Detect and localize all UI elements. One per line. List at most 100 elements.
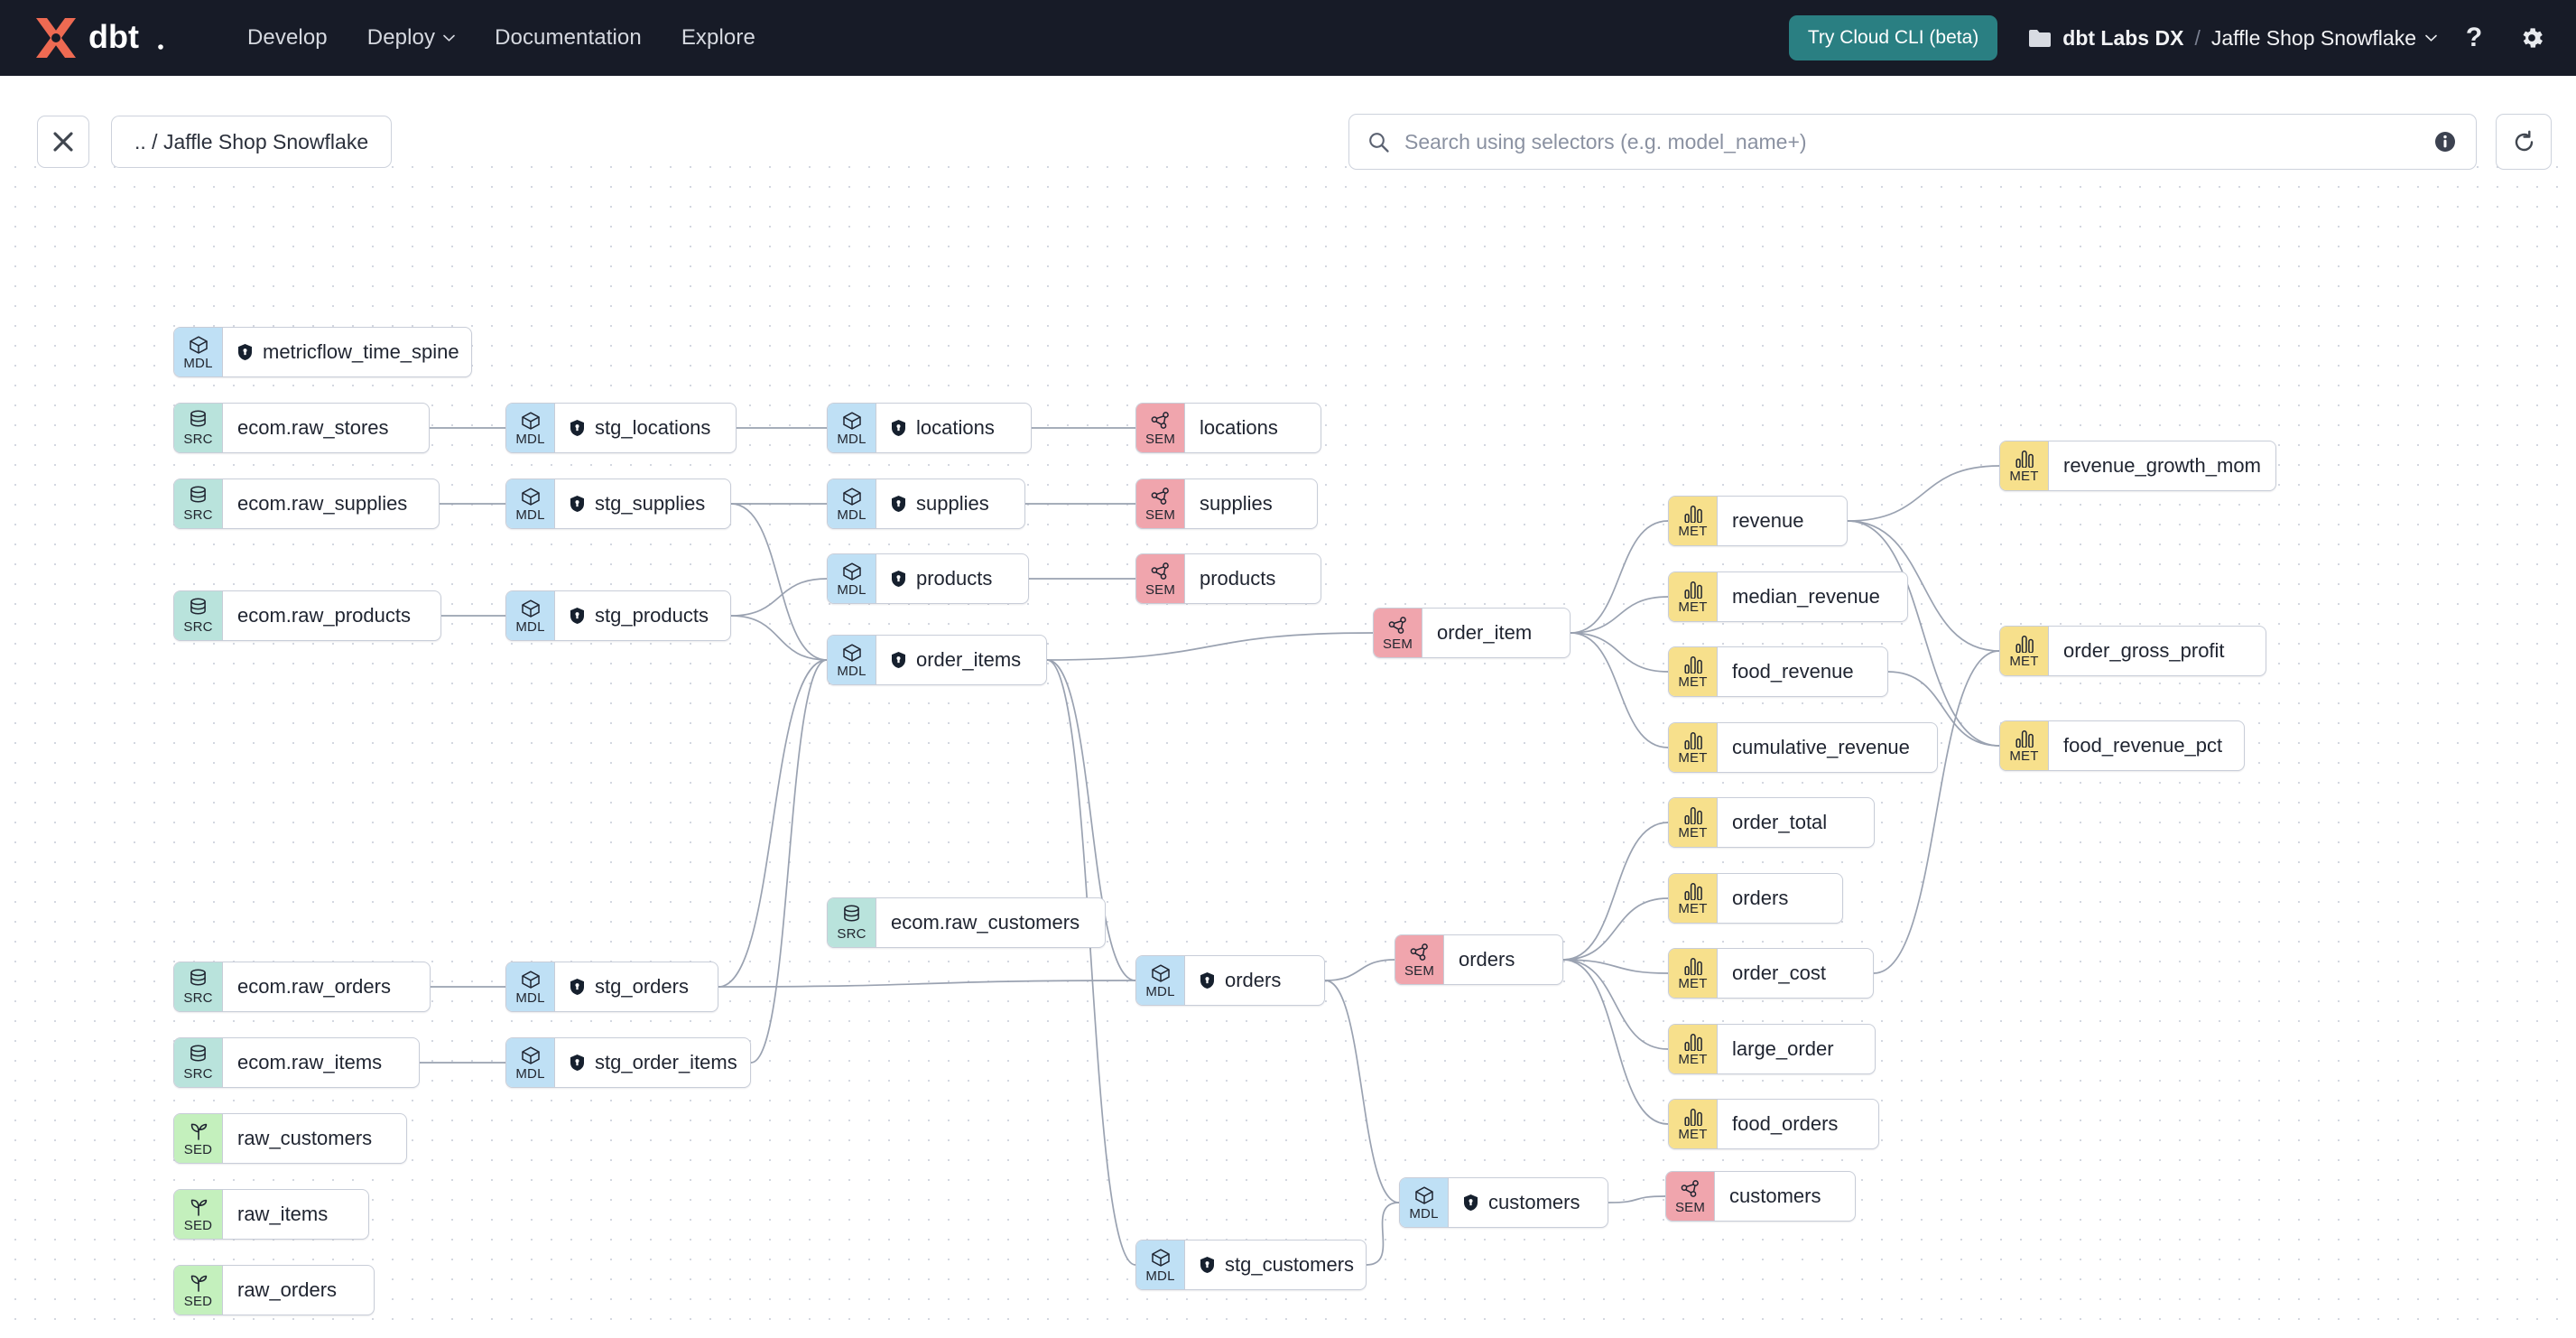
node-body: order_item	[1422, 609, 1548, 657]
node-body: raw_items	[223, 1190, 344, 1239]
node-type-badge-mdl: MDL	[506, 479, 555, 528]
question-mark-icon: ?	[2465, 23, 2483, 52]
graph-node-stg_products[interactable]: MDL stg_products	[505, 590, 731, 641]
help-button[interactable]: ?	[2453, 17, 2495, 59]
breadcrumb-chip[interactable]: .. / Jaffle Shop Snowflake	[111, 116, 393, 168]
node-type-badge-met: MET	[1669, 1100, 1718, 1148]
graph-node-met_revenue[interactable]: MET revenue	[1668, 496, 1848, 546]
graph-node-ecom_raw_supplies[interactable]: SRC ecom.raw_supplies	[173, 479, 440, 529]
node-label: order_cost	[1732, 962, 1826, 984]
graph-node-stg_order_items[interactable]: MDL stg_order_items	[505, 1037, 751, 1088]
bar-chart-icon	[1683, 1033, 1702, 1051]
lineage-graph-canvas[interactable]: MDL metricflow_time_spine SRC ecom.raw_s…	[0, 152, 2576, 1338]
graph-node-sem_order_item[interactable]: SEM order_item	[1373, 608, 1571, 658]
tag-shield-icon	[892, 420, 905, 436]
graph-node-ecom_raw_products[interactable]: SRC ecom.raw_products	[173, 590, 441, 641]
graph-node-sem_supplies[interactable]: SEM supplies	[1135, 479, 1318, 529]
nav-link-develop[interactable]: Develop	[227, 16, 347, 60]
graph-node-sem_customers[interactable]: SEM customers	[1665, 1171, 1856, 1222]
lineage-edge	[730, 615, 828, 661]
graph-node-ecom_raw_stores[interactable]: SRC ecom.raw_stores	[173, 403, 430, 453]
bar-chart-icon	[1683, 882, 1702, 900]
graph-node-met_order_cost[interactable]: MET order_cost	[1668, 948, 1874, 999]
node-body: order_items	[876, 636, 1037, 684]
tag-shield-icon	[1200, 1257, 1214, 1273]
nav-link-documentation[interactable]: Documentation	[475, 16, 662, 60]
node-label: stg_locations	[595, 416, 711, 439]
node-type-badge-mdl: MDL	[174, 328, 223, 376]
graph-node-met_cumulative_revenue[interactable]: MET cumulative_revenue	[1668, 722, 1938, 773]
nav-link-explore[interactable]: Explore	[662, 16, 775, 60]
chevron-down-icon	[443, 34, 455, 42]
cube-icon	[521, 1045, 540, 1064]
graph-node-raw_orders[interactable]: SED raw_orders	[173, 1265, 375, 1315]
graph-node-sem_locations[interactable]: SEM locations	[1135, 403, 1321, 453]
graph-node-met_large_order[interactable]: MET large_order	[1668, 1024, 1876, 1074]
graph-node-metricflow_time_spine[interactable]: MDL metricflow_time_spine	[173, 327, 472, 377]
node-type-label: SED	[183, 1293, 213, 1309]
dbt-logo[interactable]: dbt	[31, 14, 182, 61]
graph-node-stg_orders[interactable]: MDL stg_orders	[505, 962, 718, 1012]
graph-node-sem_orders[interactable]: SEM orders	[1395, 934, 1563, 985]
lineage-edge	[718, 659, 828, 988]
node-type-label: SEM	[1144, 431, 1176, 447]
graph-node-sem_products[interactable]: SEM products	[1135, 553, 1321, 604]
graph-node-met_food_orders[interactable]: MET food_orders	[1668, 1099, 1879, 1149]
graph-node-ecom_raw_customers[interactable]: SRC ecom.raw_customers	[827, 897, 1106, 948]
node-type-badge-sem: SEM	[1136, 479, 1185, 528]
graph-node-supplies[interactable]: MDL supplies	[827, 479, 1025, 529]
graph-node-ecom_raw_items[interactable]: SRC ecom.raw_items	[173, 1037, 420, 1088]
breadcrumb-account[interactable]: dbt Labs DX	[2062, 25, 2184, 50]
node-type-label: MDL	[515, 506, 545, 523]
node-label: ecom.raw_items	[237, 1051, 383, 1073]
lineage-edge	[1046, 632, 1374, 661]
cube-icon	[521, 599, 540, 618]
breadcrumb-project-selector[interactable]: Jaffle Shop Snowflake	[2211, 26, 2437, 51]
lineage-edge	[1562, 959, 1669, 1125]
close-button[interactable]	[37, 116, 89, 168]
semantic-graph-icon	[1681, 1179, 1699, 1197]
node-label: stg_products	[595, 604, 709, 627]
search-bar[interactable]	[1348, 114, 2477, 170]
graph-node-order_items[interactable]: MDL order_items	[827, 635, 1047, 685]
graph-node-raw_customers[interactable]: SED raw_customers	[173, 1113, 407, 1164]
tag-shield-icon	[1200, 972, 1214, 989]
node-type-badge-met: MET	[1669, 798, 1718, 847]
graph-node-met_orders[interactable]: MET orders	[1668, 873, 1843, 924]
node-type-badge-mdl: MDL	[506, 591, 555, 640]
node-type-label: MET	[1678, 599, 1708, 615]
graph-node-products[interactable]: MDL products	[827, 553, 1029, 604]
graph-node-met_median_revenue[interactable]: MET median_revenue	[1668, 571, 1908, 622]
lineage-edge	[1570, 520, 1669, 634]
close-icon	[53, 132, 73, 152]
graph-node-locations[interactable]: MDL locations	[827, 403, 1032, 453]
settings-button[interactable]	[2511, 17, 2553, 59]
search-input[interactable]	[1404, 129, 2418, 154]
node-label: ecom.raw_orders	[237, 975, 391, 998]
graph-node-stg_supplies[interactable]: MDL stg_supplies	[505, 479, 731, 529]
node-type-label: MDL	[1145, 1268, 1175, 1284]
node-label: median_revenue	[1732, 585, 1880, 608]
lineage-edge	[750, 659, 828, 1064]
try-cloud-cli-button[interactable]: Try Cloud CLI (beta)	[1788, 15, 1998, 60]
graph-node-met_order_total[interactable]: MET order_total	[1668, 797, 1875, 848]
graph-node-raw_items[interactable]: SED raw_items	[173, 1189, 369, 1240]
graph-node-orders_mdl[interactable]: MDL orders	[1135, 955, 1325, 1006]
database-icon	[190, 969, 206, 986]
refresh-button[interactable]	[2496, 114, 2552, 170]
node-body: ecom.raw_supplies	[223, 479, 423, 528]
graph-node-met_food_revenue[interactable]: MET food_revenue	[1668, 646, 1888, 697]
graph-node-stg_customers[interactable]: MDL stg_customers	[1135, 1240, 1367, 1290]
graph-node-stg_locations[interactable]: MDL stg_locations	[505, 403, 737, 453]
graph-node-met_order_gross_profit[interactable]: MET order_gross_profit	[1999, 626, 2266, 676]
graph-node-customers_mdl[interactable]: MDL customers	[1399, 1177, 1608, 1228]
graph-node-met_food_revenue_pct[interactable]: MET food_revenue_pct	[1999, 720, 2245, 771]
node-body: food_orders	[1718, 1100, 1854, 1148]
graph-node-ecom_raw_orders[interactable]: SRC ecom.raw_orders	[173, 962, 431, 1012]
info-icon[interactable]	[2432, 129, 2458, 154]
node-type-badge-src: SRC	[174, 479, 223, 528]
node-type-badge-sem: SEM	[1666, 1172, 1715, 1221]
node-body: orders	[1444, 935, 1531, 984]
nav-link-deploy[interactable]: Deploy	[347, 16, 475, 60]
graph-node-met_revenue_growth_mom[interactable]: MET revenue_growth_mom	[1999, 441, 2276, 491]
